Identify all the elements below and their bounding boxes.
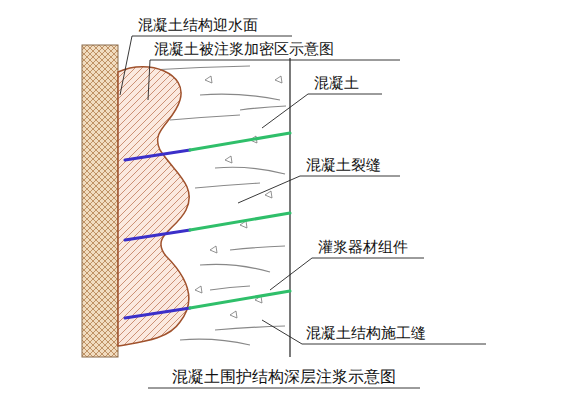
crack-stroke	[210, 286, 250, 290]
callout-label: 灌浆器材组件	[316, 238, 410, 256]
crack-stroke	[170, 115, 240, 120]
grouted-zone	[118, 67, 189, 346]
crack-stroke	[215, 167, 285, 174]
crack-stroke	[200, 264, 270, 272]
aggregate-mark	[205, 76, 212, 83]
callout-label: 混凝土被注浆加密区示意图	[152, 40, 336, 58]
caption-text: 混凝土围护结构深层注浆示意图	[170, 368, 398, 386]
callout-label: 混凝土结构迎水面	[136, 16, 260, 34]
concrete-boundary	[289, 45, 290, 357]
crack-stroke	[180, 339, 250, 345]
aggregate-mark	[195, 286, 202, 293]
crack-stroke	[230, 246, 285, 250]
aggregate-mark	[225, 156, 232, 163]
crack-stroke	[240, 106, 286, 110]
aggregate-mark	[265, 191, 272, 198]
callout-label: 混凝土结构施工缝	[304, 324, 428, 342]
crack-stroke	[200, 94, 280, 100]
leader-lines	[120, 36, 486, 344]
aggregate-mark	[230, 311, 237, 318]
caption-underline	[148, 388, 420, 389]
crack-stroke	[150, 66, 250, 70]
aggregate-mark	[210, 246, 217, 253]
callout-label: 混凝土裂缝	[304, 156, 383, 174]
grouting-components	[125, 133, 290, 318]
callout-label: 混凝土	[312, 74, 361, 92]
water-face-wall	[82, 45, 118, 357]
crack-stroke	[195, 183, 260, 188]
aggregate-mark	[275, 76, 282, 83]
